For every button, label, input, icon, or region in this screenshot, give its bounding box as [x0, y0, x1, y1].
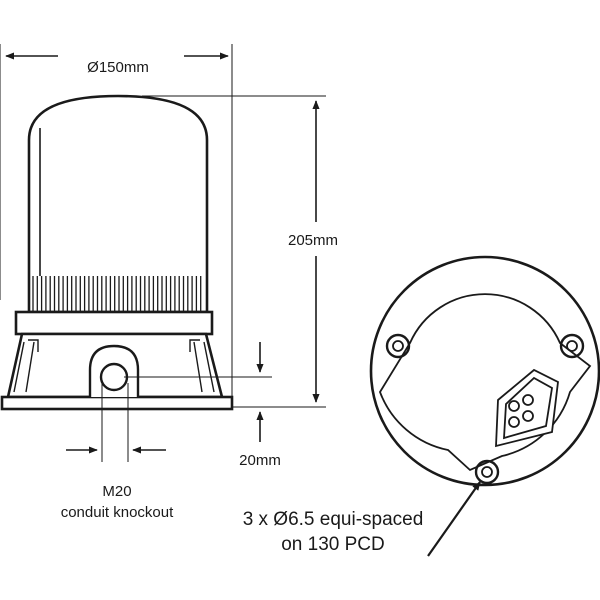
- beacon-dome: [27, 94, 209, 314]
- extension-lines: [0, 44, 326, 462]
- beacon-side-view: [0, 94, 234, 411]
- base-notch-right: [189, 339, 200, 352]
- conduit-knockout-hole: [99, 362, 129, 392]
- mounting-label-line1: 3 x Ø6.5 equi-spaced: [243, 509, 424, 530]
- height-label: 205mm: [288, 232, 338, 249]
- beacon-bottom-view: [369, 255, 600, 487]
- mounting-label-line2: on 130 PCD: [281, 534, 385, 555]
- lens-ribs: [32, 276, 202, 311]
- base-bevel-right-inner: [193, 341, 203, 393]
- base-bevel-right: [203, 341, 215, 393]
- knockout-label-line2: conduit knockout: [61, 504, 174, 521]
- terminal-block: [495, 368, 559, 448]
- base-notch-left: [28, 339, 39, 352]
- beacon-bottom-plate: [0, 395, 234, 411]
- knockout-label-line1: M20: [102, 483, 131, 500]
- base-bevel-left-inner: [25, 341, 35, 393]
- beacon-base-band: [14, 310, 214, 336]
- mounting-leader-arrow: [427, 481, 481, 557]
- base-bevel-left: [13, 341, 25, 393]
- diameter-label: Ø150mm: [87, 59, 149, 76]
- offset-label: 20mm: [239, 452, 281, 469]
- base-inner-contour: [379, 293, 592, 472]
- dimension-arrows: [5, 52, 320, 454]
- mounting-holes: [385, 333, 585, 485]
- base-outer-circle: [369, 255, 600, 487]
